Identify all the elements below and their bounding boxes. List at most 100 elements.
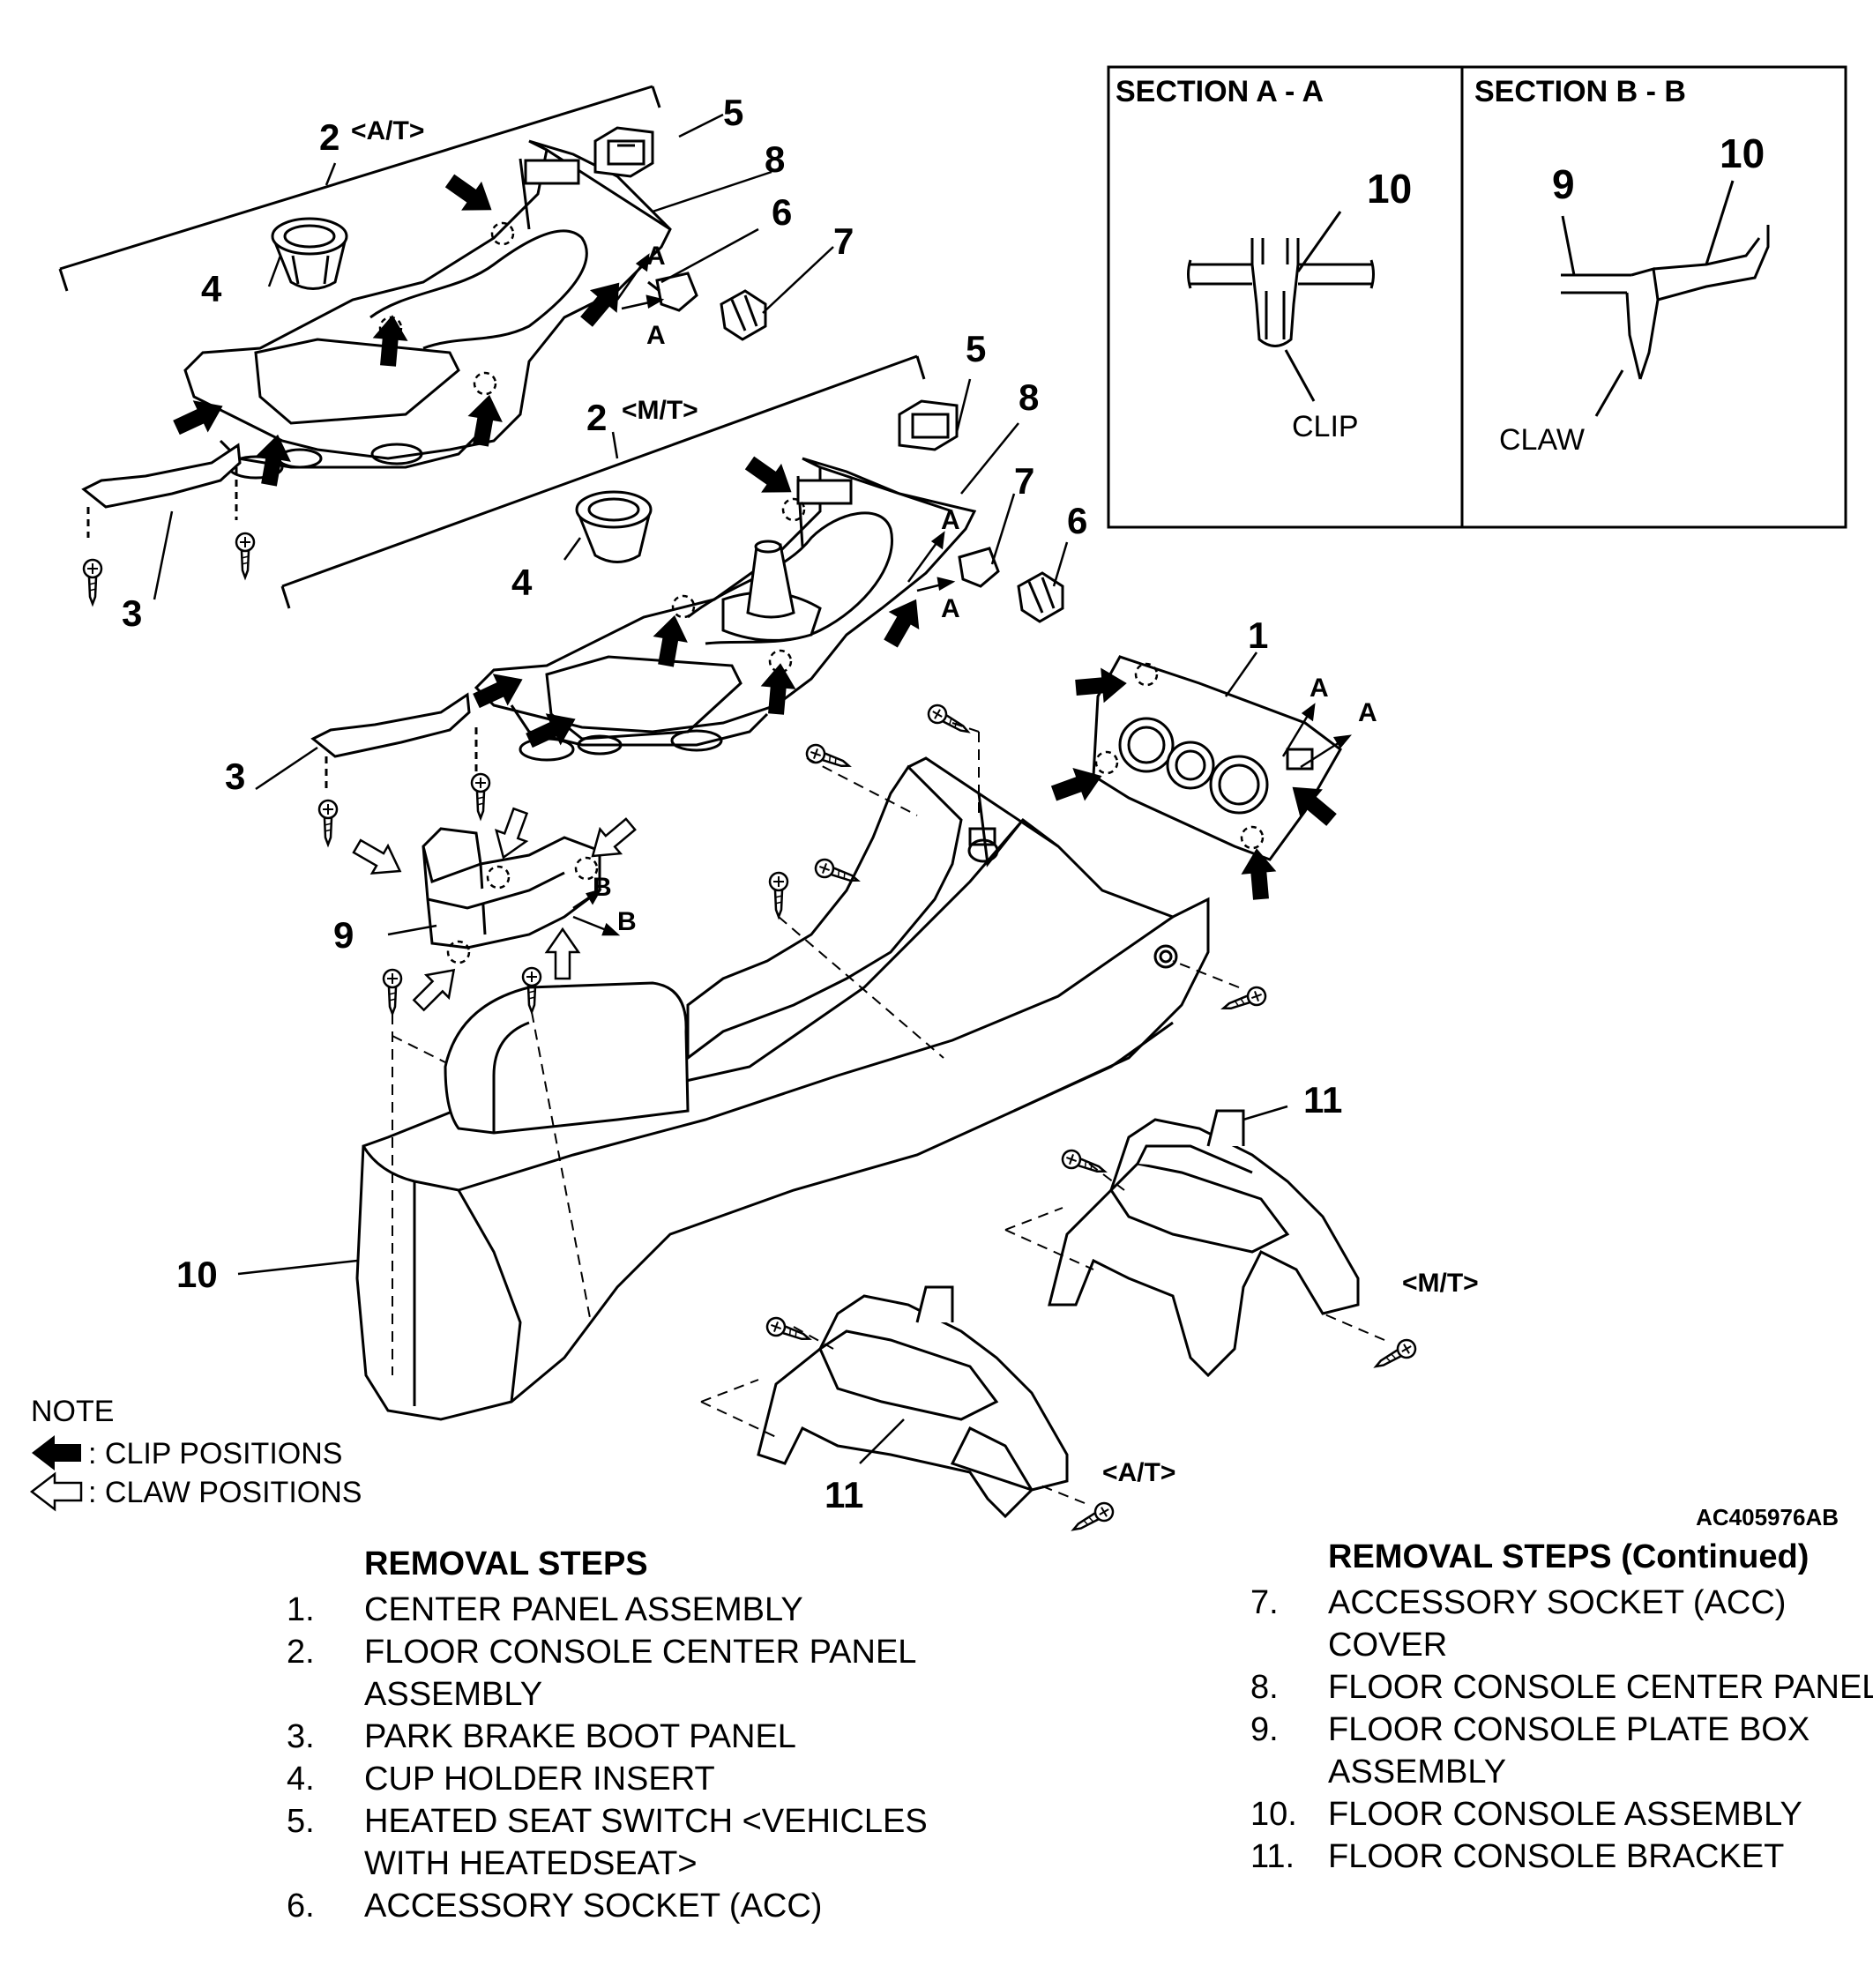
removal-step: 6.ACCESSORY SOCKET (ACC) bbox=[287, 1885, 929, 1927]
removal-step: 9.FLOOR CONSOLE PLATE BOX ASSEMBLY bbox=[1250, 1709, 1873, 1793]
removal-step-text: FLOOR CONSOLE ASSEMBLY bbox=[1328, 1796, 1802, 1833]
claw-legend-arrow-icon bbox=[29, 1471, 83, 1512]
bracket-mt bbox=[1048, 1109, 1360, 1378]
note-legend: NOTE : CLIP POSITIONS : CLAW POSITIONS bbox=[29, 1395, 362, 1512]
removal-step-number: 3. bbox=[287, 1718, 315, 1755]
callouts: 2 <A/T> 5 8 6 7 4 3 A A 2 <M/T> 5 8 7 6 … bbox=[122, 92, 1479, 1515]
center-panel-assembly bbox=[1092, 655, 1342, 861]
removal-step-text: FLOOR CONSOLE BRACKET bbox=[1328, 1838, 1785, 1875]
callout-2-mt: 2 bbox=[586, 397, 607, 438]
removal-step-text: CUP HOLDER INSERT bbox=[364, 1761, 715, 1798]
label-mt-variant: <M/T> bbox=[622, 396, 698, 425]
removal-step-number: 10. bbox=[1250, 1796, 1297, 1833]
drawing-code: AC405976AB bbox=[1696, 1504, 1839, 1530]
at-heated-seat-switch bbox=[593, 126, 654, 178]
callout-4: 4 bbox=[511, 562, 533, 603]
mt-heated-seat-switch bbox=[898, 399, 959, 451]
section-mark-a: A bbox=[941, 506, 960, 535]
at-cup-holder bbox=[271, 217, 348, 290]
removal-step-number: 11. bbox=[1250, 1838, 1295, 1875]
removal-step-text: FLOOR CONSOLE CENTER PANEL bbox=[1328, 1669, 1873, 1706]
at-accessory-socket bbox=[647, 272, 767, 341]
screw-icon bbox=[470, 772, 491, 820]
removal-step-text: FLOOR CONSOLE CENTER PANEL ASSEMBLY bbox=[364, 1634, 916, 1713]
removal-step: 11. FLOOR CONSOLE BRACKET bbox=[1250, 1835, 1873, 1878]
screw-icon bbox=[382, 968, 403, 1016]
screw-icon bbox=[924, 701, 974, 741]
screw-icon bbox=[82, 558, 103, 606]
claw-arrow-icon bbox=[347, 831, 409, 886]
plate-box-assembly bbox=[422, 827, 601, 949]
screw-icon bbox=[1058, 1146, 1109, 1181]
note-claw: : CLAW POSITIONS bbox=[88, 1476, 362, 1509]
removal-step: 10. FLOOR CONSOLE ASSEMBLY bbox=[1250, 1793, 1873, 1835]
section-mark-a: A bbox=[646, 321, 666, 350]
note-title: NOTE bbox=[31, 1395, 114, 1428]
callout-8: 8 bbox=[1019, 376, 1039, 418]
screw-icon bbox=[768, 871, 789, 919]
section-a-clip-drawing bbox=[1187, 211, 1375, 402]
section-a-note: CLIP bbox=[1292, 410, 1359, 443]
clip-legend-arrow-icon bbox=[32, 1435, 81, 1471]
removal-step-text: CENTER PANEL ASSEMBLY bbox=[364, 1591, 803, 1628]
section-b-part-left: 9 bbox=[1552, 161, 1575, 207]
section-mark-a: A bbox=[941, 594, 960, 623]
position-circles bbox=[378, 221, 1265, 964]
removal-step-number: 8. bbox=[1250, 1669, 1279, 1706]
removal-steps-title: REMOVAL STEPS bbox=[364, 1545, 648, 1582]
callout-6: 6 bbox=[1067, 500, 1087, 541]
removal-step-text: ACCESSORY SOCKET (ACC) COVER bbox=[1328, 1584, 1787, 1664]
floor-console-assembly bbox=[355, 756, 1210, 1421]
screw-icon bbox=[1219, 983, 1270, 1018]
section-views: SECTION A - A SECTION B - B 10 CLIP 9 10 bbox=[1107, 65, 1847, 529]
mt-cup-holder bbox=[575, 490, 653, 563]
claw-arrow-icon bbox=[545, 927, 580, 980]
clip-arrow-icon bbox=[739, 448, 802, 507]
removal-step-number: 7. bbox=[1250, 1584, 1279, 1621]
removal-step-number: 9. bbox=[1250, 1711, 1279, 1748]
removal-step-text: PARK BRAKE BOOT PANEL bbox=[364, 1718, 796, 1755]
screw-icon bbox=[763, 1314, 814, 1349]
removal-step-number: 6. bbox=[287, 1887, 315, 1925]
section-b-title: SECTION B - B bbox=[1474, 75, 1686, 108]
removal-steps-title-continued: REMOVAL STEPS (Continued) bbox=[1328, 1538, 1810, 1575]
clip-arrow-icon bbox=[439, 166, 502, 225]
claw-arrow-icon bbox=[407, 957, 466, 1017]
screw-icon bbox=[811, 855, 862, 890]
removal-step: 2. FLOOR CONSOLE CENTER PANEL ASSEMBLY bbox=[287, 1631, 929, 1716]
removal-step: 7. ACCESSORY SOCKET (ACC) COVER bbox=[1250, 1582, 1873, 1666]
callout-3: 3 bbox=[225, 756, 245, 797]
section-markers bbox=[572, 253, 1352, 936]
callout-10: 10 bbox=[176, 1254, 218, 1295]
callout-1: 1 bbox=[1248, 614, 1268, 656]
callout-7: 7 bbox=[1014, 460, 1034, 502]
removal-step: 3. PARK BRAKE BOOT PANEL bbox=[287, 1716, 929, 1758]
section-a-title: SECTION A - A bbox=[1116, 75, 1324, 108]
removal-step: 4. CUP HOLDER INSERT bbox=[287, 1758, 929, 1800]
callout-11: 11 bbox=[825, 1474, 863, 1515]
section-mark-a: A bbox=[1358, 698, 1377, 727]
section-b-note: CLAW bbox=[1499, 423, 1585, 457]
mt-accessory-socket bbox=[958, 547, 1064, 623]
leader-lines bbox=[153, 113, 1288, 1464]
note-clip: : CLIP POSITIONS bbox=[88, 1437, 342, 1471]
removal-step-number: 2. bbox=[287, 1634, 315, 1671]
callout-9: 9 bbox=[333, 914, 354, 956]
screw-icon bbox=[235, 532, 256, 579]
callout-2-at: 2 bbox=[319, 116, 340, 158]
label-at-variant: <A/T> bbox=[1102, 1458, 1175, 1487]
section-mark-b: B bbox=[593, 873, 612, 902]
removal-steps-right: REMOVAL STEPS (Continued) 7. ACCESSORY SO… bbox=[1250, 1536, 1873, 1878]
label-at-variant: <A/T> bbox=[351, 116, 424, 145]
removal-step: 5.HEATED SEAT SWITCH <VEHICLES WITH HEAT… bbox=[287, 1800, 929, 1885]
removal-step: 1.CENTER PANEL ASSEMBLY bbox=[287, 1589, 929, 1631]
callout-3: 3 bbox=[122, 592, 142, 634]
callout-4: 4 bbox=[201, 268, 222, 309]
label-mt-variant: <M/T> bbox=[1402, 1269, 1479, 1298]
at-park-brake-boot-panel bbox=[81, 443, 242, 538]
callout-11: 11 bbox=[1303, 1079, 1342, 1121]
mt-park-brake-boot-panel bbox=[310, 692, 478, 793]
removal-step-number: 4. bbox=[287, 1761, 315, 1798]
